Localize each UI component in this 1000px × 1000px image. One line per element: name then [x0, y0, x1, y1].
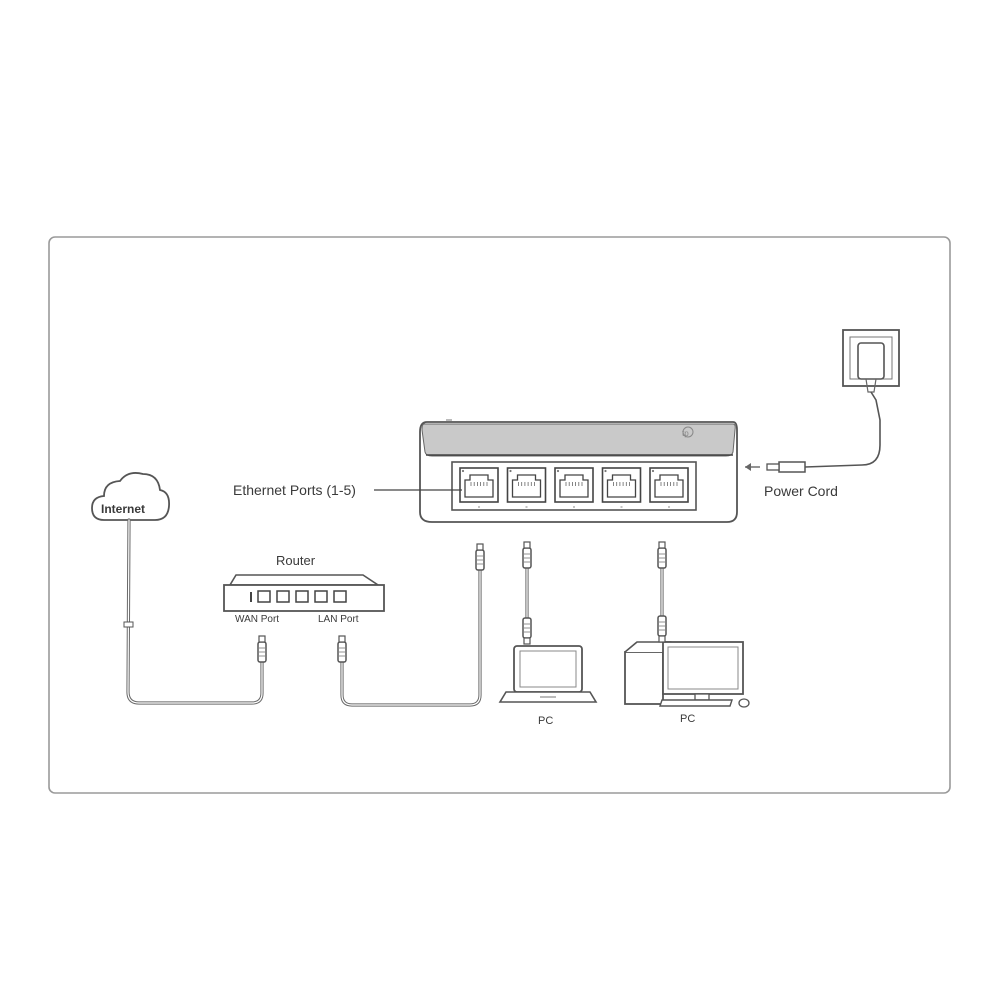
power-cord-icon	[766, 391, 881, 473]
router-ports	[250, 590, 347, 603]
laptop-pc-label: PC	[538, 715, 553, 727]
switch-port-3	[554, 467, 594, 508]
connector-switch-desktop-cable	[657, 541, 667, 569]
router-lan-cable	[340, 568, 482, 707]
connector-switch-router-cable	[475, 543, 485, 571]
lan-port-label: LAN Port	[318, 614, 359, 625]
router-port-5	[333, 590, 347, 603]
arrow-left-icon	[745, 463, 760, 471]
internet-label: Internet	[101, 502, 145, 516]
router-port-1	[257, 590, 271, 603]
brand-logo-icon: tp	[682, 426, 694, 438]
cloud-icon	[91, 472, 170, 521]
network-switch: tp	[419, 419, 738, 523]
connector-laptop-cable	[522, 617, 532, 645]
router-label: Router	[276, 553, 316, 568]
router-port-4	[314, 590, 328, 603]
switch-ports	[459, 467, 689, 508]
desktop-pc-icon	[624, 641, 750, 708]
connector-router-lan	[337, 635, 347, 663]
router-port-3	[295, 590, 309, 603]
laptop-icon	[498, 645, 598, 703]
connector-switch-laptop-cable	[522, 541, 532, 569]
power-cord-label: Power Cord	[764, 483, 838, 499]
connector-router-wan	[257, 635, 267, 663]
switch-port-5	[459, 467, 499, 508]
router-port-2	[276, 590, 290, 603]
switch-port-4	[506, 467, 547, 508]
switch-port-1	[649, 467, 689, 508]
ethernet-ports-label: Ethernet Ports (1-5)	[233, 482, 356, 498]
router	[223, 574, 385, 612]
svg-text:tp: tp	[682, 429, 689, 438]
wall-outlet-icon	[842, 329, 900, 393]
internet-cable	[123, 518, 264, 705]
switch-port-2	[601, 467, 642, 508]
wan-port-label: WAN Port	[235, 614, 279, 625]
rj45-connectors	[257, 541, 667, 663]
desktop-pc-label: PC	[680, 713, 695, 725]
connector-desktop-cable	[657, 615, 667, 643]
